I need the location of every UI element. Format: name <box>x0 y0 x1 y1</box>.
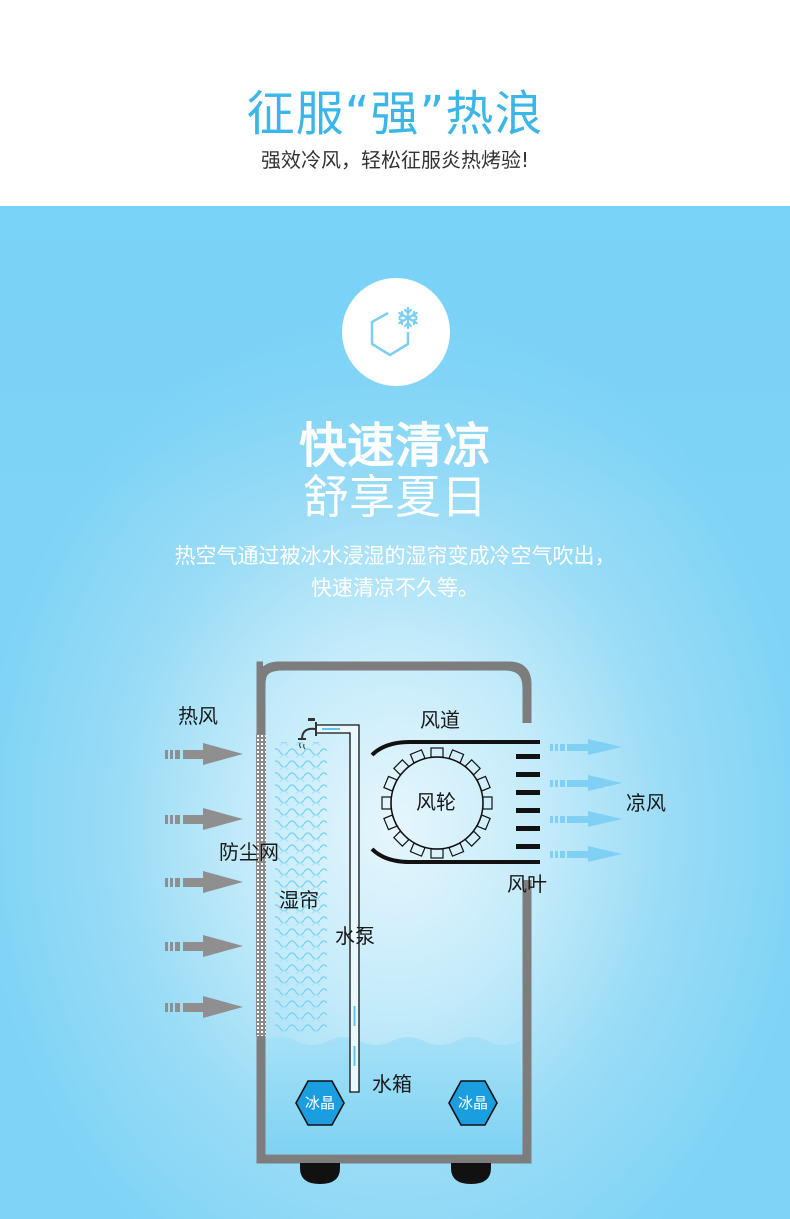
subheadline: 舒享夏日 <box>303 470 487 524</box>
label-fan-blade: 风叶 <box>507 872 547 896</box>
ice-crystal-left-shape <box>295 1080 345 1126</box>
description-line-1: 热空气通过被冰水浸湿的湿帘变成冷空气吹出， <box>174 544 616 568</box>
cooling-badge <box>342 278 450 386</box>
header-section: 征服“强”热浪 强效冷风，轻松征服炎热烤验! <box>0 0 790 206</box>
label-wet-curtain: 湿帘 <box>279 888 319 912</box>
fan-blades <box>516 754 540 849</box>
description-line-2: 快速清凉不久等。 <box>311 576 479 600</box>
air-cooler-diagram <box>165 661 622 1184</box>
water-pump-pipe <box>298 718 360 1093</box>
ice-crystal-right-shape <box>448 1080 498 1126</box>
wet-curtain <box>275 742 327 1032</box>
cool-air-arrows <box>550 739 622 862</box>
wheels <box>300 1163 491 1184</box>
fan-wheel <box>381 747 493 859</box>
label-cool-air: 凉风 <box>626 791 666 815</box>
feature-panel: 快速清凉 舒享夏日 热空气通过被冰水浸湿的湿帘变成冷空气吹出， 快速清凉不久等。 <box>0 206 790 1219</box>
air-duct <box>370 740 540 864</box>
label-air-duct: 风道 <box>420 708 460 732</box>
machine-body <box>256 661 532 743</box>
ice-crystal-left: 冰晶 <box>295 1081 345 1125</box>
hot-air-arrows <box>165 743 243 1018</box>
page-title: 征服“强”热浪 <box>246 86 544 142</box>
label-water-pump: 水泵 <box>335 924 375 948</box>
ice-crystal-label: 冰晶 <box>304 1094 335 1112</box>
page-subtitle: 强效冷风，轻松征服炎热烤验! <box>260 148 530 172</box>
ice-crystal-right: 冰晶 <box>448 1081 498 1125</box>
label-dust-filter: 防尘网 <box>219 840 279 864</box>
description: 热空气通过被冰水浸湿的湿帘变成冷空气吹出， 快速清凉不久等。 <box>0 540 790 604</box>
dust-filter <box>256 734 266 1036</box>
snowflake-hexagon-icon <box>370 306 418 357</box>
label-hot-air: 热风 <box>178 704 218 728</box>
headline: 快速清凉 <box>298 418 491 474</box>
ice-crystal-label: 冰晶 <box>457 1094 488 1112</box>
label-water-tank: 水箱 <box>372 1072 412 1096</box>
label-fan-wheel: 风轮 <box>416 790 456 814</box>
